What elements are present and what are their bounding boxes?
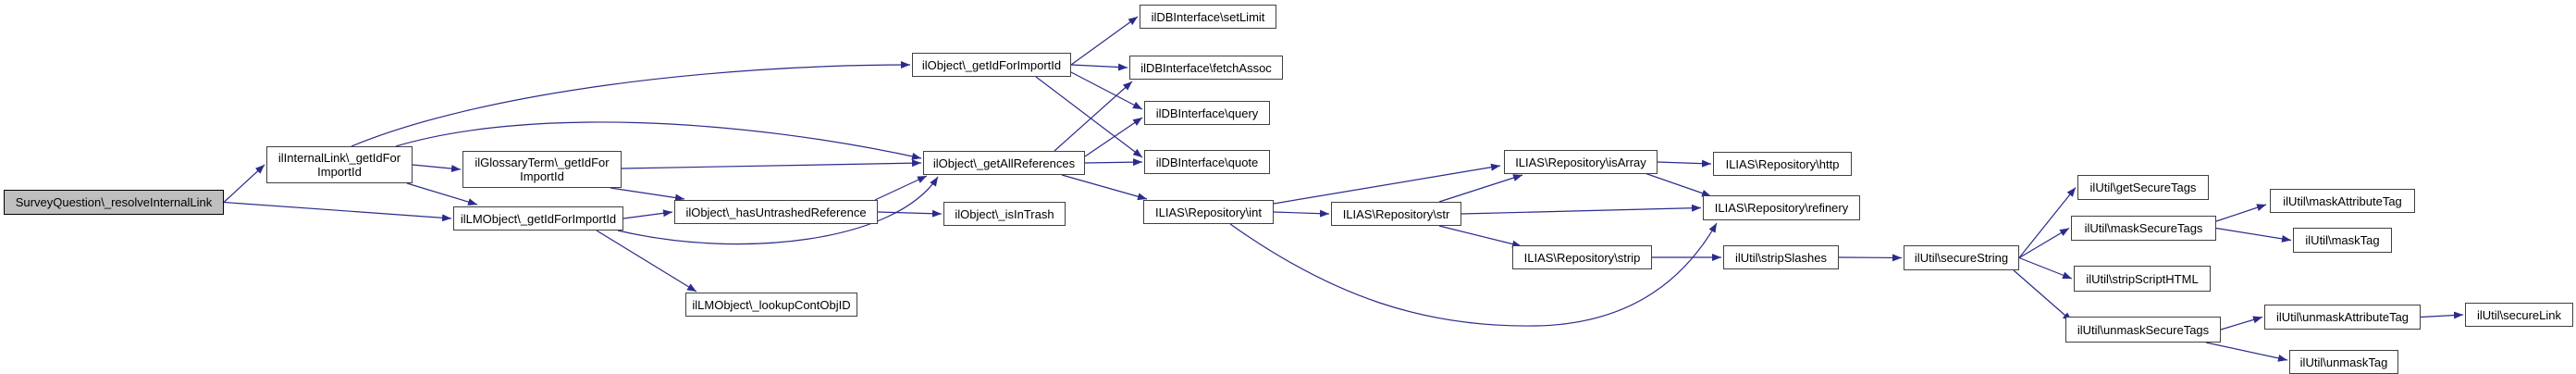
graph-node-label: ilUtil\unmaskTag — [2299, 355, 2388, 369]
graph-node-label: ilDBInterface\setLimit — [1151, 9, 1265, 24]
edge-il-glossary-term-get-id-for-import-id-to-il-object-has-untrashed-reference — [610, 187, 685, 202]
graph-node-il-lm-object-get-id-for-import-id[interactable]: ilLMObject\_getIdForImportId — [453, 206, 623, 231]
graph-node-il-glossary-term-get-id-for-import-id[interactable]: ilGlossaryTerm\_getIdFor ImportId — [462, 151, 622, 188]
edge-il-util-mask-secure-tags-to-il-util-mask-tag — [2215, 227, 2292, 243]
graph-node-label: ilUtil\secureString — [1914, 251, 2009, 265]
graph-node-label: ilUtil\maskSecureTags — [2084, 221, 2203, 235]
edge-il-util-strip-slashes-to-il-util-secure-string — [1838, 254, 1903, 262]
edge-il-util-secure-string-to-il-util-strip-script-html — [2018, 256, 2073, 280]
graph-node-il-util-unmask-tag[interactable]: ilUtil\unmaskTag — [2289, 350, 2398, 374]
graph-node-il-object-get-all-references[interactable]: ilObject\_getAllReferences — [923, 151, 1085, 175]
edge-il-util-unmask-secure-tags-to-il-util-unmask-attribute-tag — [2220, 316, 2263, 330]
graph-node-il-util-strip-slashes[interactable]: ilUtil\stripSlashes — [1723, 245, 1839, 269]
edge-il-object-get-all-references-to-ilias-repository-int — [1061, 174, 1148, 201]
graph-node-il-util-unmask-attribute-tag[interactable]: ilUtil\unmaskAttributeTag — [2264, 305, 2421, 330]
graph-node-il-db-interface-set-limit[interactable]: ilDBInterface\setLimit — [1140, 5, 1276, 29]
graph-node-label: ilUtil\getSecureTags — [2089, 181, 2197, 194]
graph-node-label: ILIAS\Repository\http — [1725, 156, 1840, 171]
edge-il-object-get-id-for-import-id-to-il-db-interface-quote — [1035, 76, 1143, 158]
graph-node-label: SurveyQuestion\_resolveInternalLink — [15, 195, 213, 209]
graph-node-il-object-is-in-trash[interactable]: ilObject\_isInTrash — [943, 202, 1066, 226]
graph-node-il-object-get-id-for-import-id[interactable]: ilObject\_getIdForImportId — [912, 53, 1071, 77]
graph-node-label: ilUtil\maskAttributeTag — [2283, 193, 2402, 208]
graph-node-label: ilDBInterface\fetchAssoc — [1140, 60, 1272, 75]
edge-il-object-get-all-references-to-il-db-interface-query — [1084, 117, 1143, 157]
graph-node-label: ilDBInterface\query — [1155, 106, 1259, 120]
edge-il-object-get-all-references-to-il-db-interface-quote — [1084, 158, 1143, 167]
graph-node-label: ilObject\_hasUntrashedReference — [685, 205, 867, 219]
graph-node-label: ilUtil\unmaskSecureTags — [2077, 322, 2210, 337]
graph-node-label: ilUtil\maskTag — [2305, 233, 2380, 247]
graph-node-label: ilLMObject\_getIdForImportId — [460, 211, 617, 226]
graph-node-label: ilUtil\stripScriptHTML — [2086, 271, 2199, 286]
edge-il-object-get-id-for-import-id-to-il-db-interface-fetch-assoc — [1070, 63, 1128, 71]
edge-ilias-repository-is-array-to-ilias-repository-http — [1657, 159, 1712, 168]
edge-il-object-get-id-for-import-id-to-il-db-interface-set-limit — [1070, 16, 1139, 66]
edge-il-util-unmask-secure-tags-to-il-util-unmask-tag — [2205, 342, 2288, 362]
edge-il-util-mask-secure-tags-to-il-util-mask-attribute-tag — [2215, 204, 2267, 222]
graph-node-ilias-repository-str[interactable]: ILIAS\Repository\str — [1331, 202, 1461, 226]
edge-ilias-repository-str-to-ilias-repository-strip — [1438, 225, 1522, 248]
graph-node-il-util-unmask-secure-tags[interactable]: ilUtil\unmaskSecureTags — [2065, 317, 2221, 343]
edge-il-object-get-all-references-to-il-db-interface-fetch-assoc — [1054, 81, 1133, 152]
graph-node-survey-question-resolve-internal-link[interactable]: SurveyQuestion\_resolveInternalLink — [4, 190, 224, 215]
graph-node-label: ilObject\_getAllReferences — [932, 156, 1076, 170]
edge-il-object-has-untrashed-reference-to-il-object-get-all-references — [874, 175, 928, 201]
graph-node-ilias-repository-strip[interactable]: ILIAS\Repository\strip — [1512, 245, 1652, 269]
edge-il-util-secure-string-to-il-util-mask-secure-tags — [2018, 227, 2070, 259]
graph-node-ilias-repository-refinery[interactable]: ILIAS\Repository\refinery — [1703, 195, 1860, 220]
graph-node-il-util-strip-script-html[interactable]: ilUtil\stripScriptHTML — [2074, 266, 2211, 292]
graph-node-il-util-mask-secure-tags[interactable]: ilUtil\maskSecureTags — [2071, 216, 2216, 241]
edge-ilias-repository-int-to-ilias-repository-is-array — [1273, 163, 1501, 205]
graph-node-label: ilObject\_getIdForImportId — [921, 57, 1062, 72]
graph-node-il-db-interface-query[interactable]: ilDBInterface\query — [1144, 101, 1270, 125]
graph-node-il-db-interface-fetch-assoc[interactable]: ilDBInterface\fetchAssoc — [1129, 56, 1283, 80]
edge-survey-question-resolve-internal-link-to-il-lm-object-get-id-for-import-id — [223, 201, 452, 222]
edge-il-glossary-term-get-id-for-import-id-to-il-object-get-all-references — [621, 159, 922, 169]
edge-ilias-repository-str-to-ilias-repository-is-array — [1438, 174, 1523, 203]
edge-il-internal-link-get-id-for-import-id-to-il-glossary-term-get-id-for-import-id — [412, 164, 462, 173]
edge-ilias-repository-is-array-to-ilias-repository-refinery — [1644, 172, 1712, 197]
edge-ilias-repository-int-to-ilias-repository-str — [1273, 209, 1330, 218]
edge-il-util-secure-string-to-il-util-get-secure-tags — [2018, 187, 2077, 258]
graph-node-label: ILIAS\Repository\isArray — [1515, 155, 1646, 169]
edge-il-object-has-untrashed-reference-to-il-object-is-in-trash — [877, 209, 943, 218]
graph-node-label: ilObject\_isInTrash — [955, 206, 1054, 221]
graph-node-il-internal-link-get-id-for-import-id[interactable]: ilInternalLink\_getIdFor ImportId — [266, 146, 413, 183]
graph-node-label: ILIAS\Repository\refinery — [1714, 201, 1849, 215]
graph-node-label: ilUtil\stripSlashes — [1735, 250, 1827, 265]
graph-node-il-util-mask-tag[interactable]: ilUtil\maskTag — [2293, 228, 2392, 253]
graph-node-label: ilDBInterface\quote — [1155, 155, 1259, 169]
edge-il-util-secure-string-to-il-util-unmask-secure-tags — [2013, 269, 2073, 322]
graph-node-ilias-repository-http[interactable]: ILIAS\Repository\http — [1713, 152, 1852, 176]
graph-node-label: ILIAS\Repository\int — [1155, 205, 1262, 219]
graph-node-label: ILIAS\Repository\str — [1342, 206, 1450, 221]
graph-node-label: ilUtil\secureLink — [2476, 307, 2562, 322]
edge-il-lm-object-get-id-for-import-id-to-il-object-has-untrashed-reference — [622, 209, 673, 219]
graph-node-label: ilUtil\unmaskAttributeTag — [2275, 310, 2410, 324]
graph-node-label: ilLMObject\_lookupContObjID — [692, 297, 851, 312]
edge-survey-question-resolve-internal-link-to-il-internal-link-get-id-for-import-id — [223, 164, 265, 203]
graph-node-il-util-get-secure-tags[interactable]: ilUtil\getSecureTags — [2077, 175, 2209, 200]
graph-node-ilias-repository-int[interactable]: ILIAS\Repository\int — [1143, 200, 1274, 224]
edge-il-lm-object-get-id-for-import-id-to-il-lm-object-lookup-cont-obj-id — [596, 230, 697, 293]
graph-node-label: ILIAS\Repository\strip — [1523, 250, 1641, 265]
edge-il-util-unmask-attribute-tag-to-il-util-secure-link — [2420, 311, 2464, 319]
graph-node-il-util-mask-attribute-tag[interactable]: ilUtil\maskAttributeTag — [2270, 189, 2415, 213]
graph-node-label: ilGlossaryTerm\_getIdFor ImportId — [475, 156, 610, 183]
graph-node-label: ilInternalLink\_getIdFor ImportId — [277, 151, 401, 179]
edge-ilias-repository-int-to-ilias-repository-refinery — [1229, 222, 1718, 327]
graph-node-ilias-repository-is-array[interactable]: ILIAS\Repository\isArray — [1504, 150, 1658, 174]
graph-node-il-object-has-untrashed-reference[interactable]: ilObject\_hasUntrashedReference — [674, 200, 878, 224]
graph-node-il-lm-object-lookup-cont-obj-id[interactable]: ilLMObject\_lookupContObjID — [685, 293, 857, 317]
edge-ilias-repository-str-to-ilias-repository-refinery — [1461, 204, 1702, 215]
graph-node-il-db-interface-quote[interactable]: ilDBInterface\quote — [1144, 150, 1270, 174]
graph-node-il-util-secure-string[interactable]: ilUtil\secureString — [1904, 245, 2019, 270]
edge-il-internal-link-get-id-for-import-id-to-il-object-get-id-for-import-id — [351, 61, 911, 147]
graph-node-il-util-secure-link[interactable]: ilUtil\secureLink — [2465, 303, 2573, 327]
